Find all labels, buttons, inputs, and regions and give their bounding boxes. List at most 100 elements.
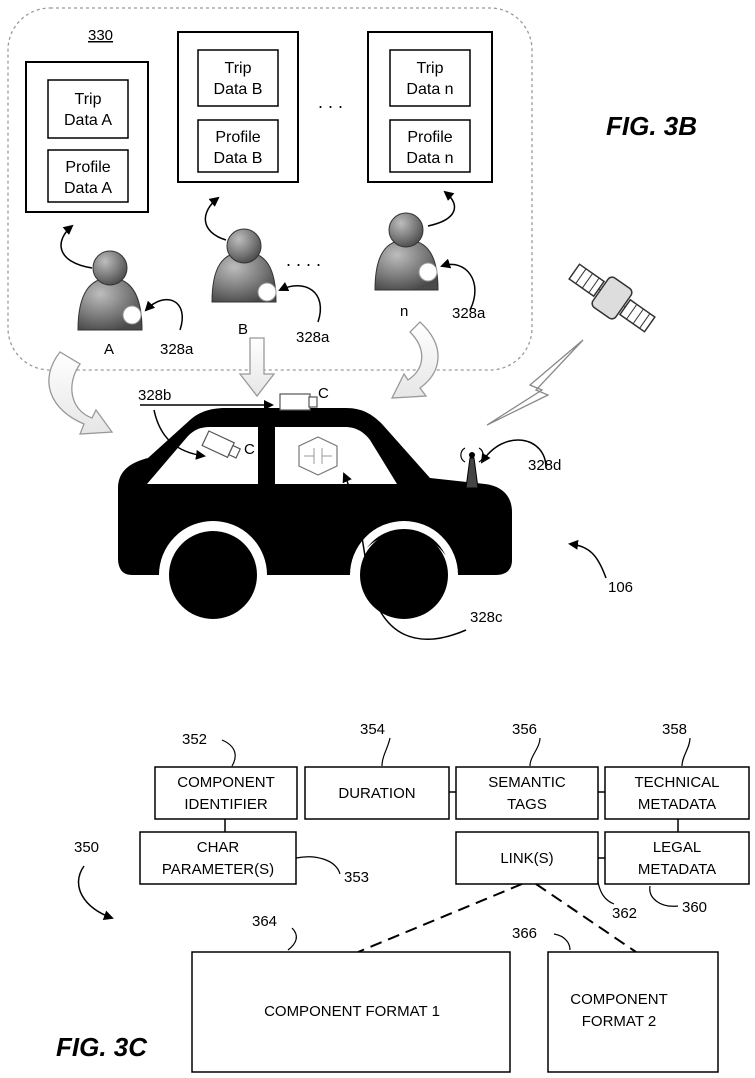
- ref-362: 362: [612, 905, 637, 922]
- ref-328a-n: 328a: [452, 305, 486, 322]
- leader-328d: [480, 439, 547, 469]
- arrow-n-to-data: [427, 190, 456, 227]
- links-box: [455, 831, 599, 885]
- trip-data-b-box: [197, 49, 279, 107]
- profile-data-n-box: [389, 119, 471, 173]
- arrow-328a-to-n: [440, 258, 476, 311]
- vehicle-antenna-icon: [460, 447, 484, 489]
- profile-data-b-box: [197, 119, 279, 173]
- component-format-2-line1: COMPONENT: [570, 991, 668, 1008]
- roof-camera-icon: [279, 393, 318, 411]
- legal-metadata-box: [604, 831, 750, 885]
- trip-data-a-box: [47, 79, 129, 139]
- ref-360: 360: [682, 899, 707, 916]
- technical-metadata-box: [604, 766, 750, 820]
- wireless-signal-bolt: [486, 339, 584, 426]
- link-to-format-1: [357, 883, 523, 953]
- interior-camera-label: C: [244, 441, 255, 458]
- arrow-328a-to-a: [144, 299, 183, 331]
- person-n-label: n: [400, 303, 408, 320]
- component-format-1-label: COMPONENT FORMAT 1: [264, 1003, 440, 1020]
- person-b-icon: [211, 228, 277, 303]
- profile-data-a-line2: Data A: [64, 180, 112, 197]
- ref-358: 358: [662, 721, 687, 738]
- group-ref-330: 330: [88, 27, 113, 44]
- people-ellipsis: . . . .: [286, 250, 321, 270]
- ref-352: 352: [182, 731, 207, 748]
- fig-3c: COMPONENT IDENTIFIER 352 DURATION 354 SE…: [56, 721, 750, 1073]
- leader-106: [568, 539, 607, 579]
- char-parameters-line1: CHAR: [197, 839, 240, 856]
- semantic-tags-line1: SEMANTIC: [488, 774, 566, 791]
- trip-data-n-box: [389, 49, 471, 107]
- ref-350: 350: [74, 839, 99, 856]
- ref-356: 356: [512, 721, 537, 738]
- interior-camera-icon: [201, 430, 242, 459]
- trip-data-b-line1: Trip: [225, 60, 252, 77]
- technical-metadata-line2: METADATA: [638, 796, 716, 813]
- trip-data-a-line2: Data A: [64, 112, 112, 129]
- component-identifier-box: [154, 766, 298, 820]
- duration-label: DURATION: [338, 785, 415, 802]
- profile-data-a-box: [47, 149, 129, 203]
- arrow-328a-to-b: [278, 282, 322, 323]
- user-b-data-container: Trip Data B Profile Data B: [177, 31, 299, 183]
- char-parameters-line2: PARAMETER(S): [162, 861, 274, 878]
- legal-metadata-line1: LEGAL: [653, 839, 701, 856]
- fig-3b-title: FIG. 3B: [606, 111, 697, 141]
- duration-box: [304, 766, 450, 820]
- roof-camera-label: C: [318, 385, 329, 402]
- leader-350: [77, 865, 114, 921]
- profile-data-b-line2: Data B: [214, 150, 263, 167]
- ref-328a-b: 328a: [296, 329, 330, 346]
- ref-328a-a: 328a: [160, 341, 194, 358]
- ref-328d: 328d: [528, 457, 561, 474]
- user-n-data-container: Trip Data n Profile Data n: [367, 31, 493, 183]
- person-b-label: B: [238, 321, 248, 338]
- satellite-icon: [568, 263, 656, 333]
- data-ellipsis: . . .: [318, 92, 343, 112]
- arrow-a-to-data: [60, 224, 93, 269]
- fig-3b: 330 Trip Data A Profile Data A Trip Data…: [7, 7, 697, 640]
- trip-data-n-line1: Trip: [417, 60, 444, 77]
- leader-328b-to-interior-camera: [153, 409, 206, 460]
- trip-data-b-line2: Data B: [214, 81, 263, 98]
- ref-354: 354: [360, 721, 385, 738]
- semantic-tags-box: [455, 766, 599, 820]
- profile-data-a-line1: Profile: [65, 159, 110, 176]
- component-format-2-box: [547, 951, 719, 1073]
- links-label: LINK(S): [500, 850, 553, 867]
- trip-data-n-line2: Data n: [406, 81, 453, 98]
- ref-366: 366: [512, 925, 537, 942]
- gray-arrow-from-n: [390, 321, 439, 399]
- ref-328c: 328c: [470, 609, 503, 626]
- profile-data-b-line1: Profile: [215, 129, 260, 146]
- leader-328c: [342, 472, 467, 640]
- profile-data-n-line1: Profile: [407, 129, 452, 146]
- legal-metadata-line2: METADATA: [638, 861, 716, 878]
- ref-353: 353: [344, 869, 369, 886]
- char-parameters-box: [139, 831, 297, 885]
- component-identifier-line2: IDENTIFIER: [184, 796, 268, 813]
- component-format-1-box: [191, 951, 511, 1073]
- gray-arrow-from-a: [48, 351, 114, 435]
- technical-metadata-line1: TECHNICAL: [634, 774, 719, 791]
- gray-arrow-from-b: [238, 337, 276, 398]
- component-format-2-line2: FORMAT 2: [582, 1013, 656, 1030]
- semantic-tags-line2: TAGS: [507, 796, 547, 813]
- person-a-label: A: [104, 341, 114, 358]
- user-a-data-container: Trip Data A Profile Data A: [25, 61, 149, 213]
- person-n-icon: [374, 212, 439, 291]
- vehicle-sensor-hexagon-icon: [298, 436, 338, 476]
- person-a-icon: [77, 250, 143, 331]
- fig-3c-title: FIG. 3C: [56, 1032, 148, 1062]
- component-identifier-line1: COMPONENT: [177, 774, 275, 791]
- ref-328b: 328b: [138, 387, 171, 404]
- trip-data-a-line1: Trip: [75, 91, 102, 108]
- ref-364: 364: [252, 913, 277, 930]
- profile-data-n-line2: Data n: [406, 150, 453, 167]
- user-group-boundary: [7, 7, 533, 371]
- arrow-b-to-data: [204, 196, 227, 241]
- link-to-format-2: [535, 883, 637, 953]
